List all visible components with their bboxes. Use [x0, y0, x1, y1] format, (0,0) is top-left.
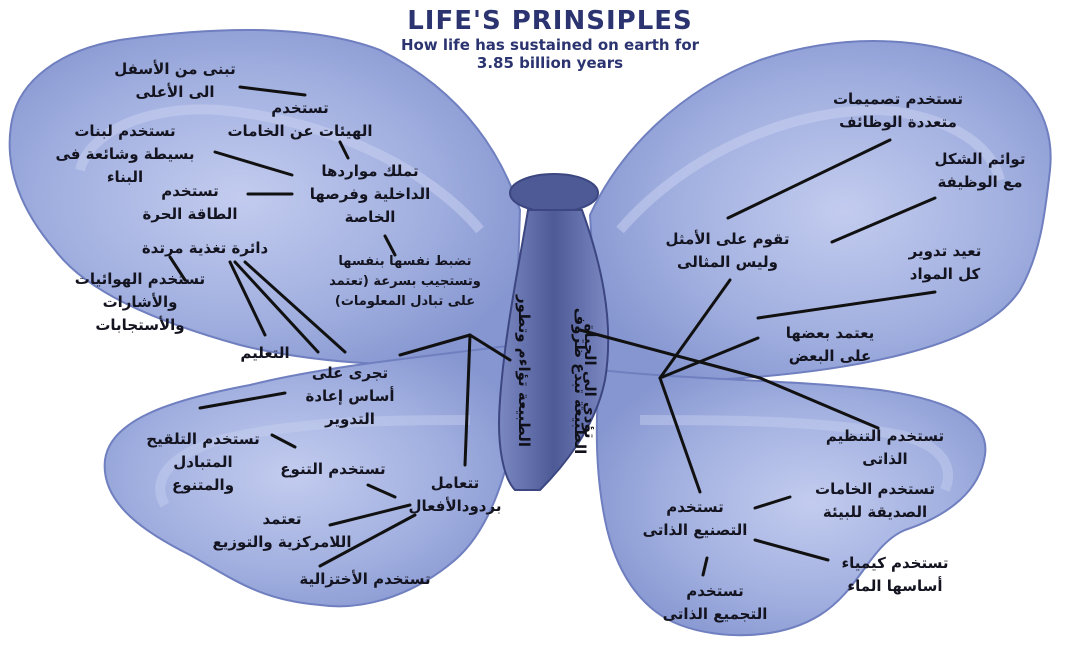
label-recycle-materials: تعيد تدوير كل المواد [908, 242, 982, 283]
label-build-bottom-up: تبنى من الأسفل الى الأعلى [114, 60, 236, 101]
label-simple-building-blocks: تستخدم لبنات بسيطة وشائعة فى البناء [55, 122, 195, 186]
butterfly-body [498, 209, 610, 491]
label-own-resources: تملك مواردها الداخلية وفرصها الخاصة [309, 162, 431, 226]
label-multifunctional-design: تستخدم تصميمات متعددة الوظائف [832, 90, 964, 131]
label-learning: التعليم [240, 344, 290, 362]
label-self-organization: تستخدم التنظيم الذاتى [825, 427, 945, 468]
label-respond-reactions: تتعامل بردودالأفعال [408, 474, 502, 515]
label-recycle-basis: تجرى على أساس إعادة التدوير [305, 364, 395, 428]
label-reduction: تستخدم الأختزالية [299, 570, 431, 588]
butterfly-head [509, 173, 599, 213]
label-feedback-loop: دائرة تغذية مرتدة [141, 239, 269, 257]
left-connector-lines [168, 85, 512, 568]
left-upper-wing [8, 29, 522, 366]
label-form-function: توائم الشكل مع الوظيفة [934, 150, 1026, 191]
label-interdependence: يعتمد بعضها على البعض [785, 324, 875, 365]
page-subtitle: How life has sustained on earth for 3.85… [400, 36, 700, 72]
label-use-diversity: تستخدم التنوع [280, 460, 386, 478]
label-free-energy: تستخدم الطاقة الحرة [142, 182, 238, 223]
label-self-assembly: تستخدم التجميع الذاتى [662, 582, 768, 623]
body-label-right-2: تؤدي الى الحياة [581, 323, 599, 439]
title-block: LIFE'S PRINSIPLES How life has sustained… [340, 6, 760, 72]
label-antennas-signals: تستخدم الهوائيات والأشارات والأستجابات [74, 270, 206, 334]
page-title: LIFE'S PRINSIPLES [407, 6, 693, 36]
left-lower-wing [103, 343, 522, 608]
label-eco-materials: تستخدم الخامات الصديقة للبيئة [815, 480, 935, 521]
label-shapes-over-materials: تستخدم الهيئات عن الخامات [227, 99, 373, 140]
label-decentralization: تعتمد اللامركزية والتوزيع [212, 510, 352, 551]
label-cross-pollination: تستخدم التلقيح المتبادل والمتنوع [146, 430, 260, 494]
label-optimal-not-ideal: تقوم على الأمثل وليس المثالى [665, 230, 790, 271]
label-water-chemistry: تستخدم كيمياء أساسها الماء [841, 554, 949, 595]
right-connector-lines [578, 138, 937, 577]
label-self-manufacturing: تستخدم التصنيع الذاتى [642, 498, 748, 539]
right-lower-wing [595, 368, 987, 637]
label-self-regulate: تضبط نفسها بنفسها وتستجيب بسرعة (تعتمد ع… [329, 254, 481, 309]
